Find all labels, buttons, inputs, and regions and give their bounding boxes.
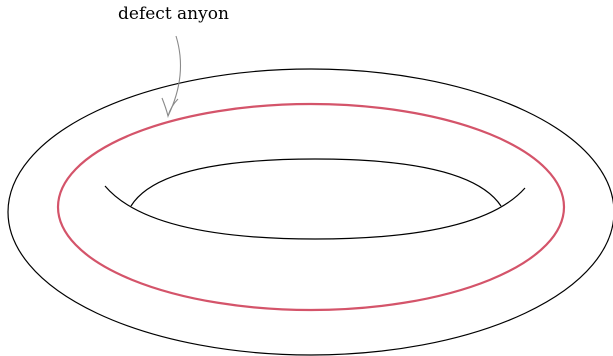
torus-hole-upper-rim <box>130 158 502 207</box>
defect-anyon-label: defect anyon <box>118 4 229 24</box>
torus-hole-lower-rim <box>104 185 526 240</box>
annotation-arrowhead <box>161 97 179 119</box>
defect-anyon-loop <box>56 102 566 312</box>
torus-outer-boundary <box>7 68 613 356</box>
